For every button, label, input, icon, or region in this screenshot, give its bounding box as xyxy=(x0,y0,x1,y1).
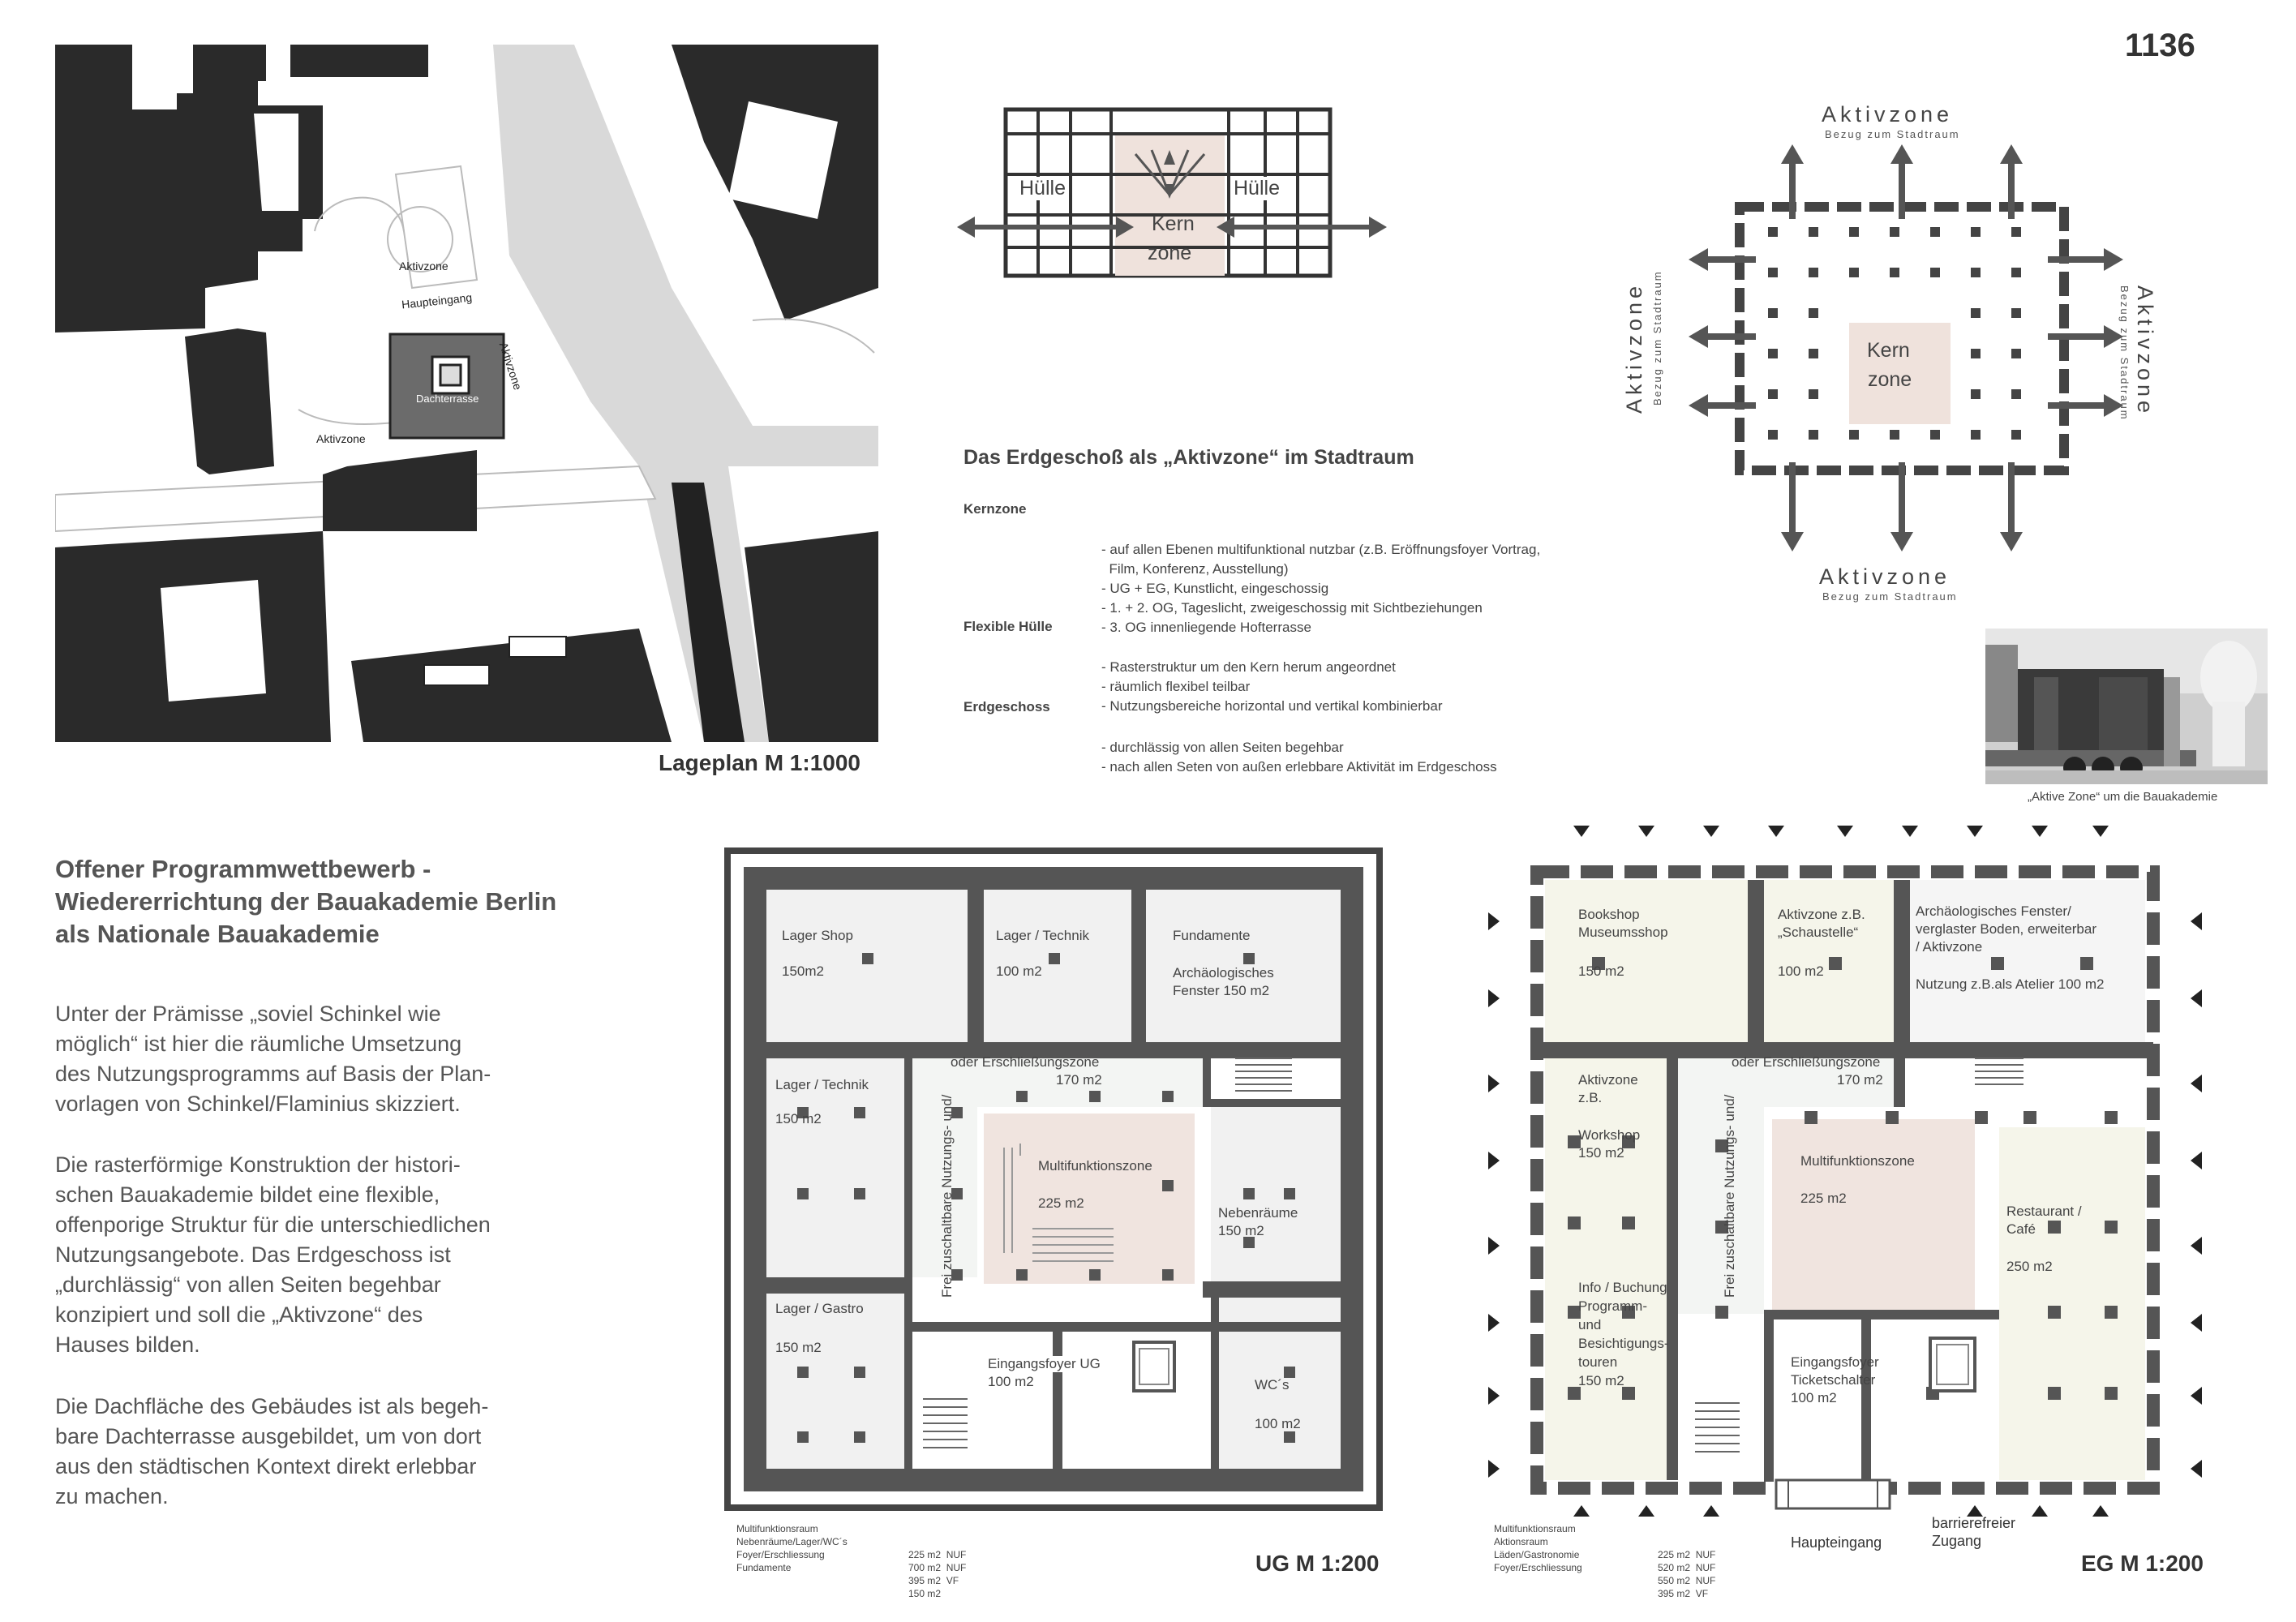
section-zone: zone xyxy=(1148,242,1192,264)
eg-erschliessung: oder Erschließungszone xyxy=(1732,1054,1881,1070)
aktive-zone-photo xyxy=(1985,629,2268,784)
eg-aktiv-top: Aktivzone z.B. xyxy=(1778,907,1865,922)
eg-barrierefrei-2: Zugang xyxy=(1932,1533,1982,1549)
ug-lager-technik-left: Lager / Technik xyxy=(775,1077,869,1092)
ug-lager-shop: Lager Shop xyxy=(782,928,853,943)
body-paragraph-2: Die rasterförmige Konstruktion der histo… xyxy=(55,1152,491,1357)
eg-bookshop-sub: Museumsshop xyxy=(1578,925,1668,940)
eg-aktiv-left: Aktivzone xyxy=(1578,1072,1638,1088)
zone-bezug-right: Bezug zum Stadtraum xyxy=(2118,285,2131,421)
eg-haupteingang: Haupteingang xyxy=(1791,1534,1882,1551)
eg-arch4: Nutzung z.B.als Atelier 100 m2 xyxy=(1916,976,2105,992)
eg-aktiv-left-sub: z.B. xyxy=(1578,1090,1603,1105)
concept-heading: Das Erdgeschoß als „Aktivzone“ im Stadtr… xyxy=(963,446,1414,469)
photo-caption: „Aktive Zone“ um die Bauakademie xyxy=(2028,790,2218,804)
ug-nutzungs: Frei zuschaltbare Nutzungs- und/ xyxy=(939,1094,955,1298)
section-huelle-left: Hülle xyxy=(1019,177,1066,200)
ug-lager-gastro-area: 150 m2 xyxy=(775,1340,822,1355)
ug-fundamente-sub1: Archäologisches xyxy=(1173,965,1274,980)
eg-arch1: Archäologisches Fenster/ xyxy=(1916,903,2071,919)
site-label-aktivzone-top: Aktivzone xyxy=(399,260,448,272)
eg-bookshop-area: 150 m2 xyxy=(1578,963,1624,979)
eg-caption: EG M 1:200 xyxy=(2081,1551,2204,1576)
aktivzone-diagram xyxy=(1689,144,2123,551)
eg-multi: Multifunktionszone xyxy=(1800,1153,1915,1169)
ug-nebenraeume: Nebenräume xyxy=(1218,1205,1298,1221)
concept-term-erdgeschoss: Erdgeschoss xyxy=(963,699,1050,714)
ug-erschliessung-area: 170 m2 xyxy=(1056,1072,1102,1088)
ug-caption: UG M 1:200 xyxy=(1255,1551,1380,1576)
eg-restaurant-sub: Café xyxy=(2006,1221,2036,1237)
eg-workshop-area: 150 m2 xyxy=(1578,1145,1624,1161)
section-huelle-right: Hülle xyxy=(1234,177,1280,200)
zone-bezug-top: Bezug zum Stadtraum xyxy=(1825,128,1960,140)
eg-aktiv-top-area: 100 m2 xyxy=(1778,963,1824,979)
eg-arch3: / Aktivzone xyxy=(1916,939,1983,955)
ug-wc: WC´s xyxy=(1255,1377,1290,1392)
concept-huelle-text: - Rasterstruktur um den Kern herum angeo… xyxy=(1101,659,1443,714)
eg-foyer: Eingangsfoyer xyxy=(1791,1354,1879,1370)
sheet-number: 1136 xyxy=(2125,28,2195,63)
eg-multi-area: 225 m2 xyxy=(1800,1191,1847,1206)
site-label-dachterrasse: Dachterrasse xyxy=(416,393,479,405)
site-label-aktivzone-left: Aktivzone xyxy=(316,432,366,445)
eg-restaurant: Restaurant / xyxy=(2006,1204,2082,1219)
eg-restaurant-area: 250 m2 xyxy=(2006,1259,2053,1274)
ug-lager-technik-top-area: 100 m2 xyxy=(996,963,1042,979)
zone-bezug-left: Bezug zum Stadtraum xyxy=(1651,270,1663,406)
site-plan-caption: Lageplan M 1:1000 xyxy=(659,750,860,775)
ug-wc-area: 100 m2 xyxy=(1255,1416,1301,1431)
ug-lager-shop-area: 150m2 xyxy=(782,963,824,979)
ug-lager-technik-left-area: 150 m2 xyxy=(775,1111,822,1126)
zone-aktivzone-left: Aktivzone xyxy=(1622,281,1646,414)
body-paragraph-3: Die Dachfläche des Gebäudes ist als bege… xyxy=(55,1394,489,1508)
eg-erschliessung-area: 170 m2 xyxy=(1837,1072,1883,1088)
ug-lager-gastro: Lager / Gastro xyxy=(775,1301,864,1316)
concept-erdgeschoss-text: - durchlässig von allen Seiten begehbar-… xyxy=(1101,740,1497,775)
eg-nutzungs: Frei zuschaltbare Nutzungs- und/ xyxy=(1722,1094,1737,1298)
ug-erschliessung: oder Erschließungszone xyxy=(951,1054,1100,1070)
eg-aktiv-top-sub: „Schaustelle“ xyxy=(1778,925,1859,940)
ug-lager-technik-top: Lager / Technik xyxy=(996,928,1089,943)
project-title: Offener Programmwettbewerb -Wiedererrich… xyxy=(55,855,557,948)
zone-bezug-bottom: Bezug zum Stadtraum xyxy=(1822,590,1958,603)
ug-nebenraeume-area: 150 m2 xyxy=(1218,1223,1264,1238)
concept-kernzone-text: - auf allen Ebenen multifunktional nutzb… xyxy=(1101,542,1541,635)
eg-bookshop: Bookshop xyxy=(1578,907,1640,922)
concept-term-huelle: Flexible Hülle xyxy=(963,619,1053,634)
zone-kern: Kern xyxy=(1867,339,1910,362)
zone-zone: zone xyxy=(1868,368,1912,391)
zone-aktivzone-top: Aktivzone xyxy=(1822,102,1954,127)
zone-aktivzone-bottom: Aktivzone xyxy=(1819,564,1951,589)
concept-term-kernzone: Kernzone xyxy=(963,501,1027,517)
eg-workshop: Workshop xyxy=(1578,1127,1641,1143)
ug-fundamente: Fundamente xyxy=(1173,928,1251,943)
eg-foyer-area: 100 m2 xyxy=(1791,1390,1837,1405)
eg-barrierefrei-1: barrierefreier xyxy=(1932,1515,2016,1531)
zone-aktivzone-right: Aktivzone xyxy=(2133,285,2157,418)
eg-foyer-sub: Ticketschalter xyxy=(1791,1372,1876,1388)
eg-floor-plan xyxy=(1488,826,2202,1517)
ug-fundamente-sub2: Fenster 150 m2 xyxy=(1173,983,1270,998)
site-plan xyxy=(55,45,878,742)
ug-floor-plan xyxy=(724,847,1383,1511)
section-kern: Kern xyxy=(1152,212,1195,235)
ug-eingangsfoyer: Eingangsfoyer UG xyxy=(988,1356,1101,1372)
eg-arch2: verglaster Boden, erweiterbar xyxy=(1916,921,2097,937)
ug-multi: Multifunktionszone xyxy=(1038,1158,1152,1174)
ug-eingangsfoyer-area: 100 m2 xyxy=(988,1374,1034,1389)
ug-multi-area: 225 m2 xyxy=(1038,1195,1084,1211)
